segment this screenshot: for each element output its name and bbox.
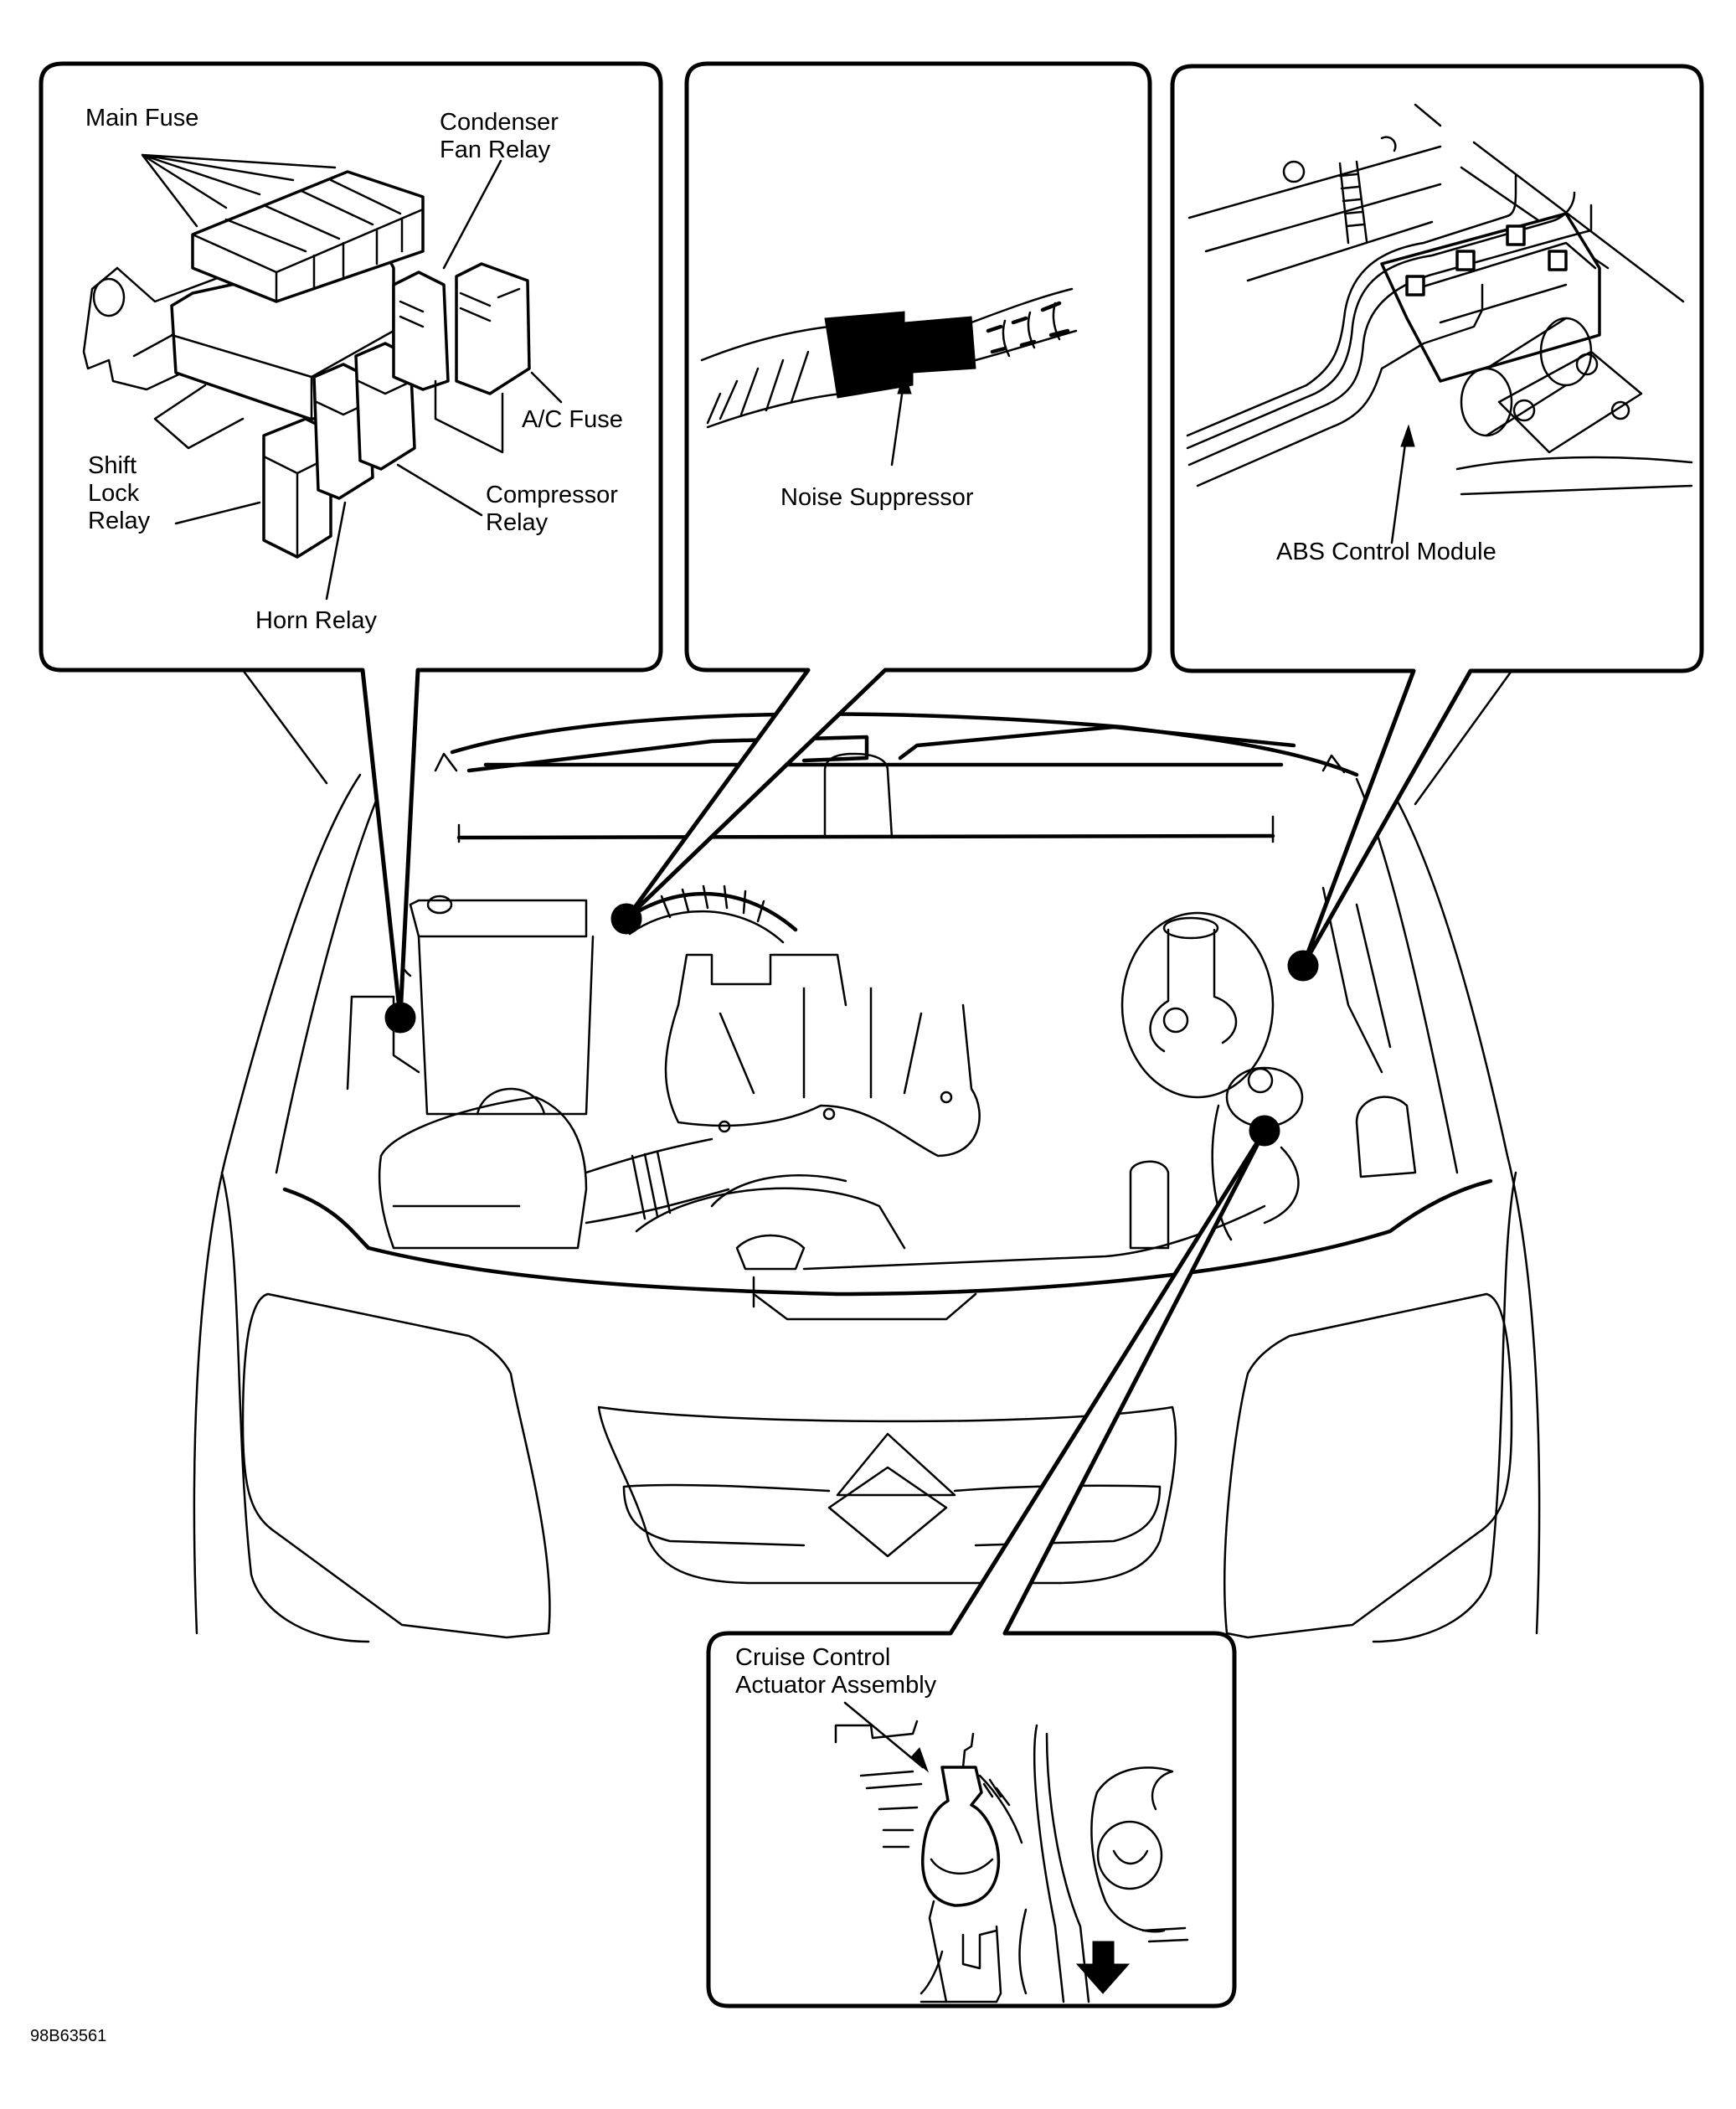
noise-suppressor-location-dot	[610, 903, 642, 935]
down-arrow-icon	[1075, 1941, 1131, 1994]
compressor-relay-label-line2: Relay	[486, 509, 549, 536]
noise-suppressor-illustration	[700, 287, 1078, 467]
main-fuse-label: Main Fuse	[85, 105, 198, 131]
vehicle-front-view	[193, 712, 1541, 1643]
cruise-actuator-illustration	[834, 1701, 1189, 2003]
cruise-control-actuator-location-dot	[1249, 1115, 1280, 1147]
fuse-relay-box-callout: Main Fuse Condenser Fan Relay A/C Fuse S…	[39, 61, 663, 1020]
abs-control-module-location-dot	[1287, 950, 1319, 982]
condenser-fan-relay-label-line2: Fan Relay	[440, 137, 551, 163]
abs-module-illustration	[1186, 103, 1693, 544]
abs-control-module-label: ABS Control Module	[1276, 539, 1496, 565]
shift-lock-relay-label-line3: Relay	[88, 508, 151, 534]
engine-bay	[346, 752, 1417, 1271]
cruise-control-label-line2: Actuator Assembly	[735, 1672, 937, 1699]
horn-relay-label: Horn Relay	[255, 607, 378, 634]
figure-code: 98B63561	[30, 2027, 106, 2045]
right-headlight	[1223, 1292, 1513, 1639]
fuse-relay-box-location-dot	[384, 1002, 416, 1034]
noise-suppressor-callout: Noise Suppressor	[624, 61, 1152, 921]
abs-control-module-callout: ABS Control Module	[1170, 64, 1704, 968]
emblem	[836, 1432, 956, 1497]
shift-lock-relay-label-line2: Lock	[88, 480, 140, 507]
cruise-control-actuator-callout: Cruise Control Actuator Assembly	[706, 1128, 1267, 2008]
ac-fuse-label: A/C Fuse	[522, 406, 623, 433]
noise-suppressor-label: Noise Suppressor	[780, 484, 974, 511]
compressor-relay-label-line1: Compressor	[486, 482, 618, 508]
condenser-fan-relay-label-line1: Condenser	[440, 109, 559, 136]
grille	[597, 1405, 1177, 1585]
shift-lock-relay-label-line1: Shift	[88, 452, 137, 479]
cruise-control-label-line1: Cruise Control	[735, 1644, 890, 1671]
locator-dots	[384, 903, 1319, 1147]
left-headlight	[241, 1292, 551, 1639]
relay-box-illustration	[82, 153, 563, 601]
